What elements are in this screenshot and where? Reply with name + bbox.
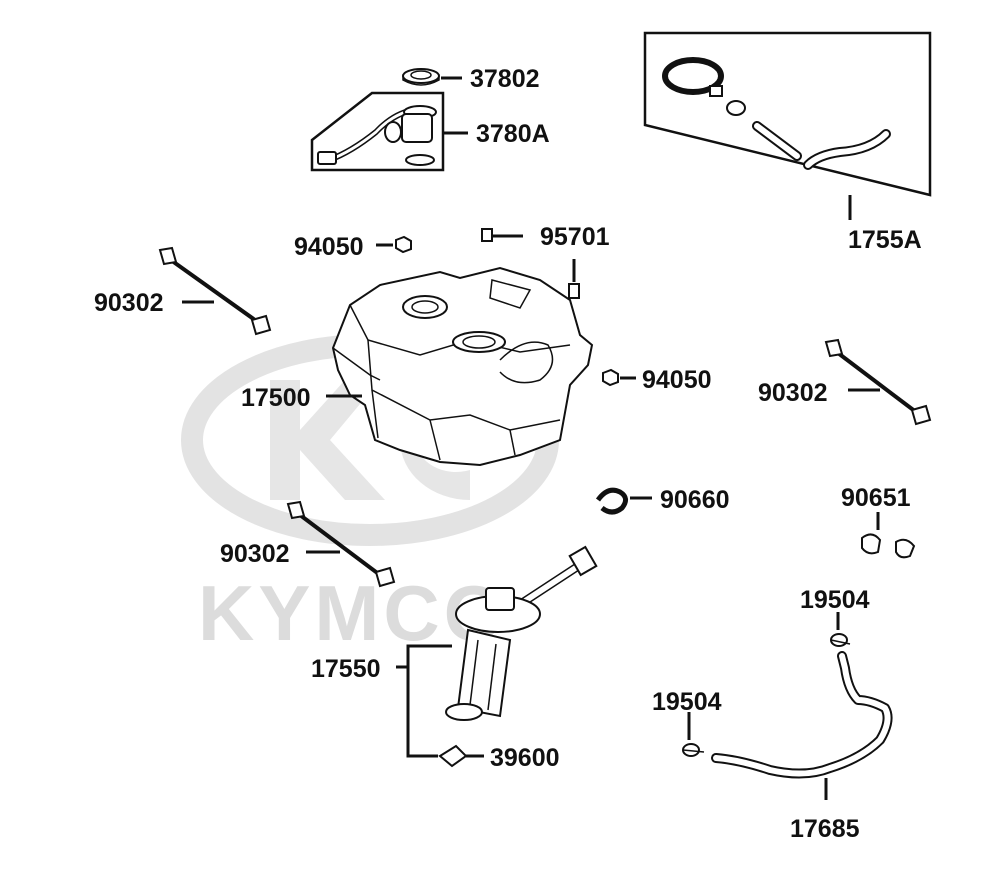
label-39600: 39600 <box>490 744 560 772</box>
part-clips <box>861 512 916 559</box>
label-90302-bottom: 90302 <box>220 540 290 568</box>
part-fuel-unit-kit <box>310 91 468 172</box>
label-17500: 17500 <box>241 384 311 412</box>
part-clamp <box>595 487 652 515</box>
label-17550: 17550 <box>311 655 381 683</box>
label-1755A: 1755A <box>848 226 922 254</box>
part-strap-left <box>158 246 272 336</box>
part-nut-right <box>602 368 636 387</box>
label-95701: 95701 <box>540 223 610 251</box>
label-94050-right: 94050 <box>642 366 712 394</box>
label-17685: 17685 <box>790 815 860 843</box>
part-fuel-pump <box>396 545 598 768</box>
part-strap-right <box>824 338 932 426</box>
part-hose-clip-left <box>682 712 705 757</box>
label-94050-top: 94050 <box>294 233 364 261</box>
label-3780A: 3780A <box>476 120 550 148</box>
part-strap-bottom <box>286 500 396 588</box>
watermark-brand-text: KYMCO <box>198 569 508 657</box>
part-fuel-tank <box>326 266 594 467</box>
label-90302-left: 90302 <box>94 289 164 317</box>
part-hose-clip-right <box>830 612 851 647</box>
part-nut-top <box>376 235 412 254</box>
label-37802: 37802 <box>470 65 540 93</box>
label-90651: 90651 <box>841 484 911 512</box>
label-19504-left: 19504 <box>652 688 722 716</box>
label-90302-right: 90302 <box>758 379 828 407</box>
part-bolts <box>481 228 580 299</box>
part-hose-kit <box>643 31 932 220</box>
part-lock-ring <box>402 68 462 86</box>
part-fuel-hose <box>711 651 893 800</box>
label-19504-right: 19504 <box>800 586 870 614</box>
label-90660: 90660 <box>660 486 730 514</box>
